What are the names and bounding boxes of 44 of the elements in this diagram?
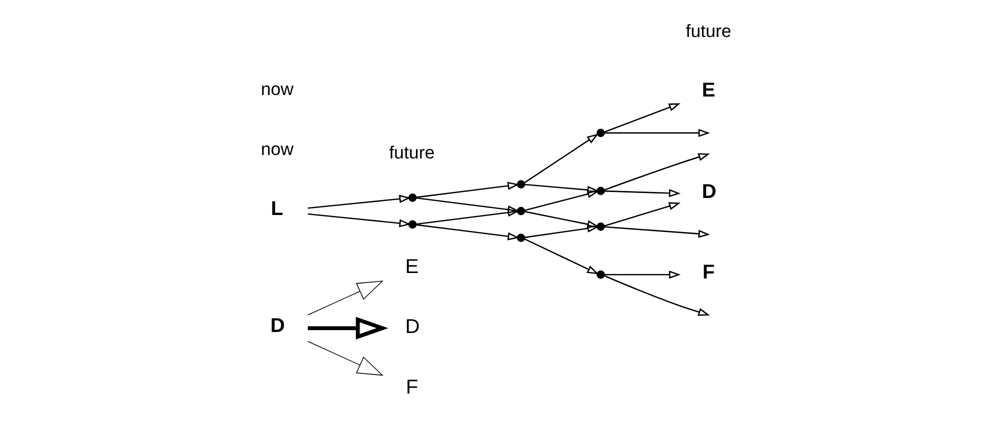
arrow xyxy=(524,238,599,274)
node-circle xyxy=(516,234,526,242)
arrow xyxy=(307,280,384,316)
node-text: F xyxy=(406,376,418,398)
arrow xyxy=(524,210,599,228)
arrow xyxy=(604,270,681,279)
arrow xyxy=(604,202,681,227)
arrow xyxy=(308,213,411,228)
arrow xyxy=(604,226,710,238)
node-circle xyxy=(596,128,605,138)
arrow xyxy=(604,189,681,198)
node-text: E xyxy=(405,256,419,278)
label: now xyxy=(260,139,294,160)
arrow xyxy=(604,103,680,133)
node-text: D xyxy=(270,314,285,337)
node-circle xyxy=(516,180,526,188)
arrow xyxy=(307,341,384,376)
node-circle xyxy=(516,206,526,216)
node-circle xyxy=(596,186,605,196)
arrow xyxy=(524,134,599,184)
arrow xyxy=(308,316,388,340)
arrow xyxy=(604,275,710,316)
node-text: D xyxy=(702,181,716,204)
arrow xyxy=(416,182,520,198)
node-text: E xyxy=(702,80,716,102)
arrow xyxy=(416,224,520,240)
node-text: L xyxy=(270,198,284,220)
label: future xyxy=(686,20,732,41)
arrow xyxy=(416,197,520,214)
node-circle xyxy=(596,222,605,231)
label: now xyxy=(260,78,294,99)
arrow xyxy=(524,190,599,212)
arrow xyxy=(416,208,520,225)
node-text: D xyxy=(405,316,420,338)
label: future xyxy=(389,142,435,162)
arrow xyxy=(524,224,599,238)
node-circle xyxy=(596,270,605,279)
arrow xyxy=(524,184,599,194)
node-circle xyxy=(408,220,417,229)
arrow xyxy=(604,153,710,191)
arrow xyxy=(604,128,710,138)
node-text: F xyxy=(702,261,715,284)
arrow xyxy=(308,194,411,209)
node-circle xyxy=(408,194,417,202)
